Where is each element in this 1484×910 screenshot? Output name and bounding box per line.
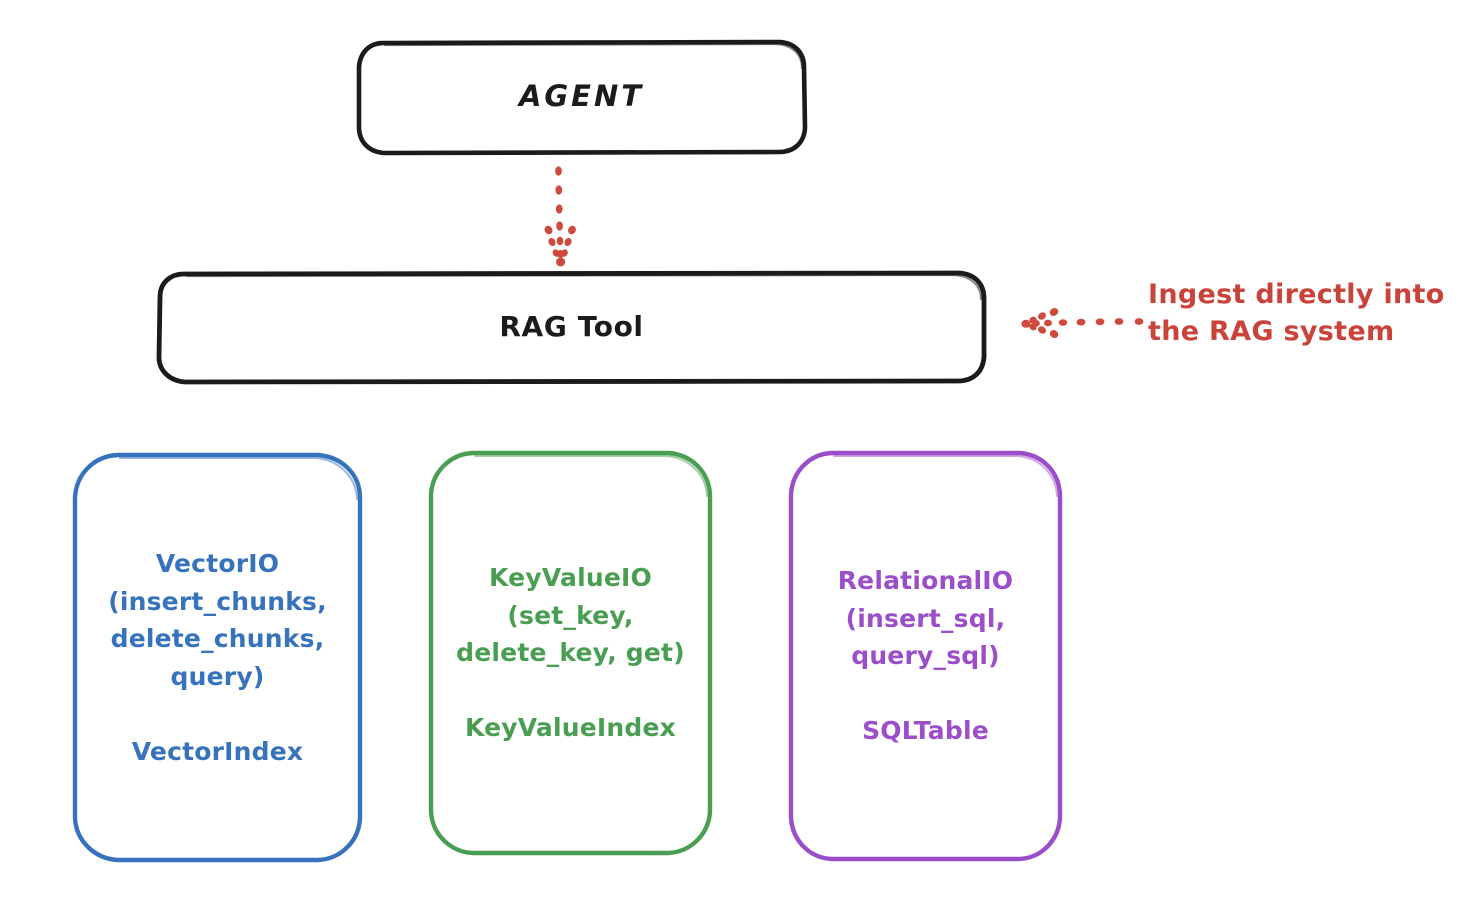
node-agent[interactable]: AGENT: [356, 39, 808, 156]
node-rag-tool-label: RAG Tool: [499, 310, 644, 344]
connector-ingest-to-rag-tool: [1021, 308, 1144, 338]
node-relational-io-label: RelationalIO (insert_sql, query_sql) SQL…: [837, 566, 1014, 746]
node-key-value-io-label: KeyValueIO (set_key, delete_key, get) Ke…: [456, 563, 685, 743]
connector-agent-to-rag-tool: [544, 166, 576, 267]
node-vector-io[interactable]: VectorIO (insert_chunks, delete_chunks, …: [72, 452, 363, 863]
node-key-value-io[interactable]: KeyValueIO (set_key, delete_key, get) Ke…: [428, 450, 713, 856]
node-relational-io[interactable]: RelationalIO (insert_sql, query_sql) SQL…: [788, 450, 1063, 862]
node-vector-io-label: VectorIO (insert_chunks, delete_chunks, …: [108, 549, 327, 766]
annotation-ingest-text: Ingest directly into the RAG system: [1148, 279, 1445, 348]
node-agent-label: AGENT: [518, 79, 645, 114]
annotation-ingest: Ingest directly into the RAG system: [1148, 276, 1478, 351]
node-rag-tool[interactable]: RAG Tool: [156, 270, 987, 385]
